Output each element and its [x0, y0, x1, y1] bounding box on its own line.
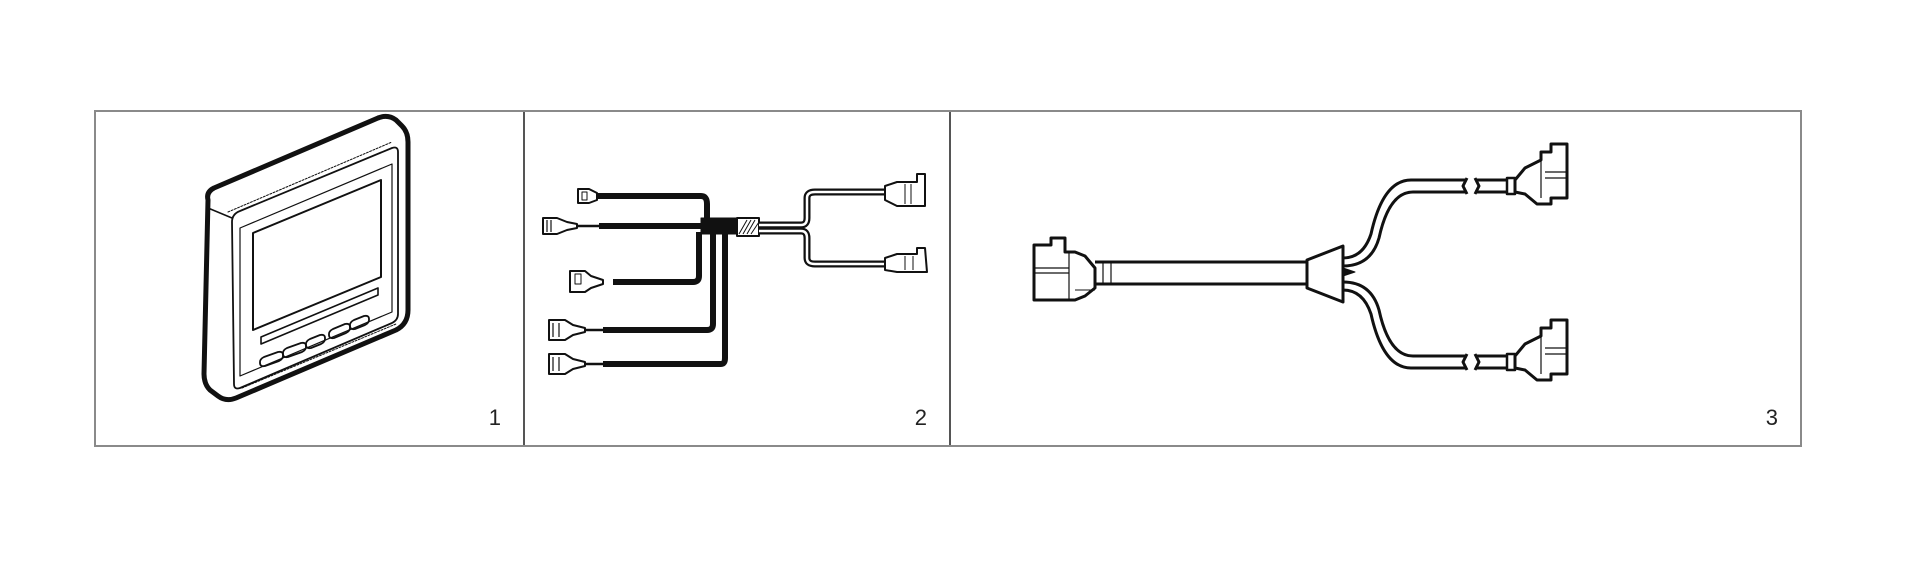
wiring-harness-icon: [542, 173, 928, 375]
parts-figure-frame: 1: [94, 110, 1802, 447]
panel-wiring-harness: 2: [523, 112, 949, 445]
panel-y-splitter-cable: 3: [949, 112, 1800, 445]
panel-display-unit: 1: [96, 112, 523, 445]
y-cable-icon: [1032, 142, 1569, 382]
panel-number: 1: [488, 405, 501, 430]
display-monitor-icon: [201, 113, 411, 403]
panel-number: 2: [914, 405, 927, 430]
panel-number: 3: [1765, 405, 1778, 430]
